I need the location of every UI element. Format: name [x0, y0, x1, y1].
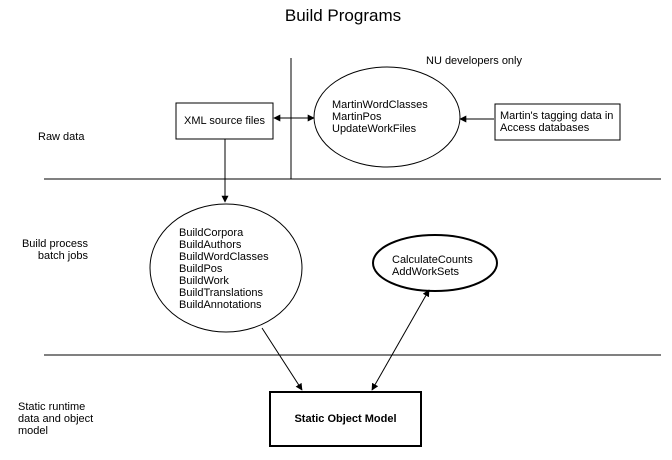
access-data-label: Martin's tagging data in Access database… — [500, 110, 614, 134]
arrow-build-som — [261, 327, 303, 391]
access-data-box — [494, 103, 621, 141]
build-jobs-label: BuildCorpora BuildAuthors BuildWordClass… — [179, 227, 269, 311]
nu-developers-note: NU developers only — [426, 55, 522, 67]
section-label-build: Build process batch jobs — [21, 238, 88, 262]
counts-label: CalculateCounts AddWorkSets — [392, 254, 473, 278]
static-object-model-box — [269, 391, 422, 447]
section-label-raw: Raw data — [38, 131, 85, 143]
build-jobs-ellipse — [149, 203, 303, 333]
arrow-counts-som — [371, 289, 430, 391]
xml-source-label: XML source files — [184, 115, 265, 127]
static-object-model-label: Static Object Model — [294, 413, 397, 425]
martin-programs-label: MartinWordClasses MartinPos UpdateWorkFi… — [332, 99, 428, 135]
counts-ellipse — [372, 234, 498, 292]
xml-source-box — [175, 102, 274, 140]
section-label-static: Static runtime data and object model — [18, 401, 94, 437]
diagram-title: Build Programs — [284, 6, 402, 25]
